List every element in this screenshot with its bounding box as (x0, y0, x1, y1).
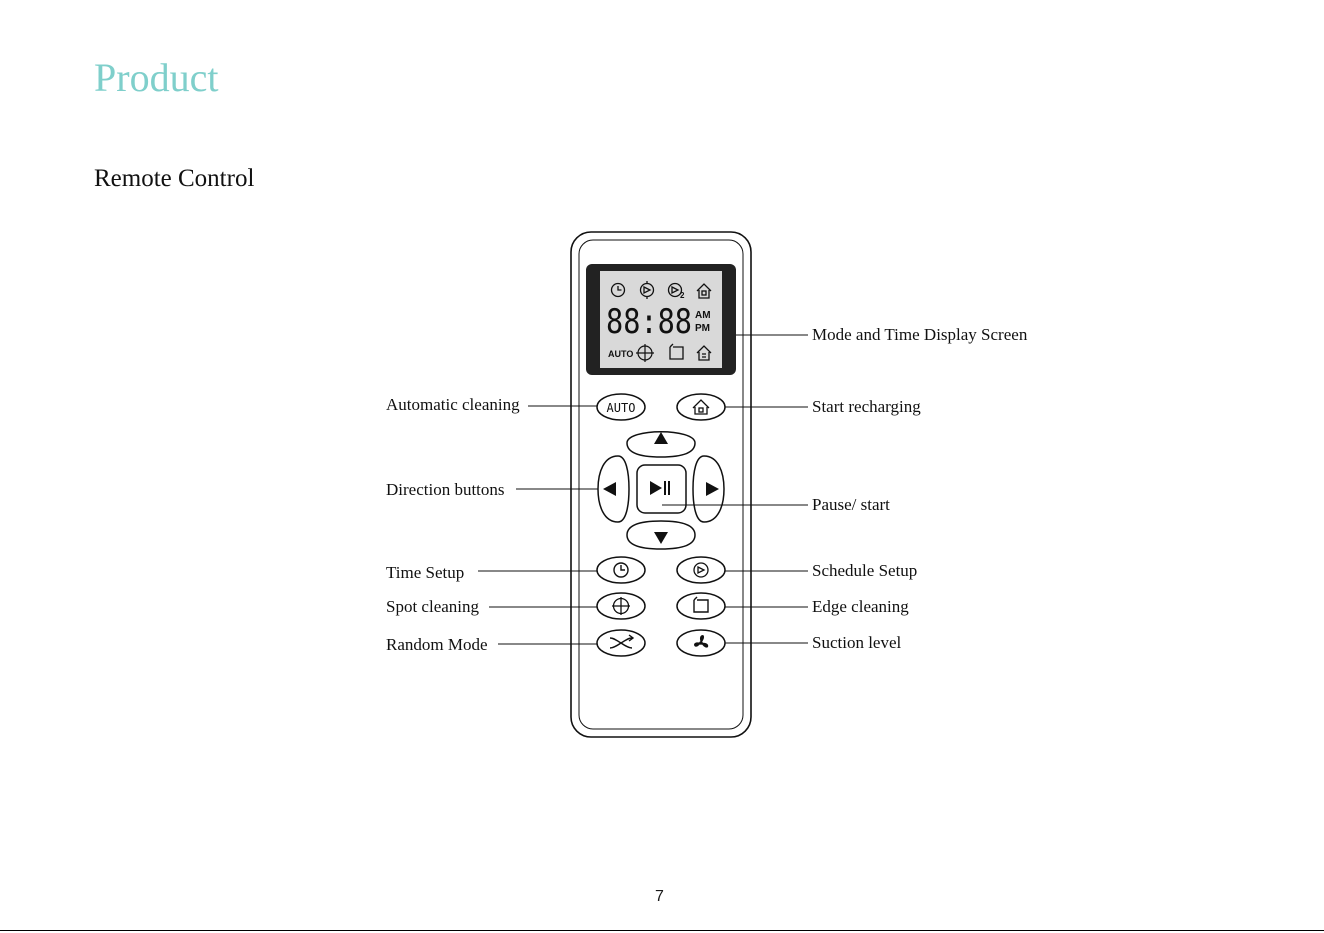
callout-direction-buttons: Direction buttons (386, 481, 505, 498)
spot-cleaning-button[interactable] (597, 593, 645, 619)
callout-display-screen: Mode and Time Display Screen (812, 326, 1027, 343)
am-indicator: AM (695, 310, 711, 321)
auto-indicator: AUTO (608, 349, 633, 359)
recharge-button[interactable] (677, 394, 725, 420)
callout-time-setup: Time Setup (386, 564, 464, 581)
direction-up-button[interactable] (627, 432, 695, 457)
callout-automatic-cleaning: Automatic cleaning (386, 396, 520, 413)
schedule-setup-button[interactable] (677, 557, 725, 583)
random-mode-button[interactable] (597, 630, 645, 656)
callout-suction-level: Suction level (812, 634, 901, 651)
callout-spot-cleaning: Spot cleaning (386, 598, 479, 615)
callout-pause-start: Pause/ start (812, 496, 890, 513)
display-screen: 2 88:88 AM PM AUTO (586, 264, 736, 375)
callout-edge-cleaning: Edge cleaning (812, 598, 909, 615)
callout-schedule-setup: Schedule Setup (812, 562, 917, 579)
time-digits: 88:88 (606, 302, 692, 342)
pause-start-button[interactable] (637, 465, 686, 513)
pm-indicator: PM (695, 323, 710, 334)
auto-button[interactable]: AUTO (597, 394, 645, 420)
callout-start-recharging: Start recharging (812, 398, 921, 415)
time-setup-button[interactable] (597, 557, 645, 583)
svg-text:2: 2 (680, 291, 685, 300)
callout-random-mode: Random Mode (386, 636, 488, 653)
auto-button-label: AUTO (607, 401, 636, 415)
bottom-rule (0, 930, 1324, 931)
suction-level-button[interactable] (677, 630, 725, 656)
page-number: 7 (655, 888, 664, 906)
direction-right-button[interactable] (693, 456, 724, 522)
direction-left-button[interactable] (598, 456, 629, 522)
direction-down-button[interactable] (627, 521, 695, 549)
edge-cleaning-button[interactable] (677, 593, 725, 619)
